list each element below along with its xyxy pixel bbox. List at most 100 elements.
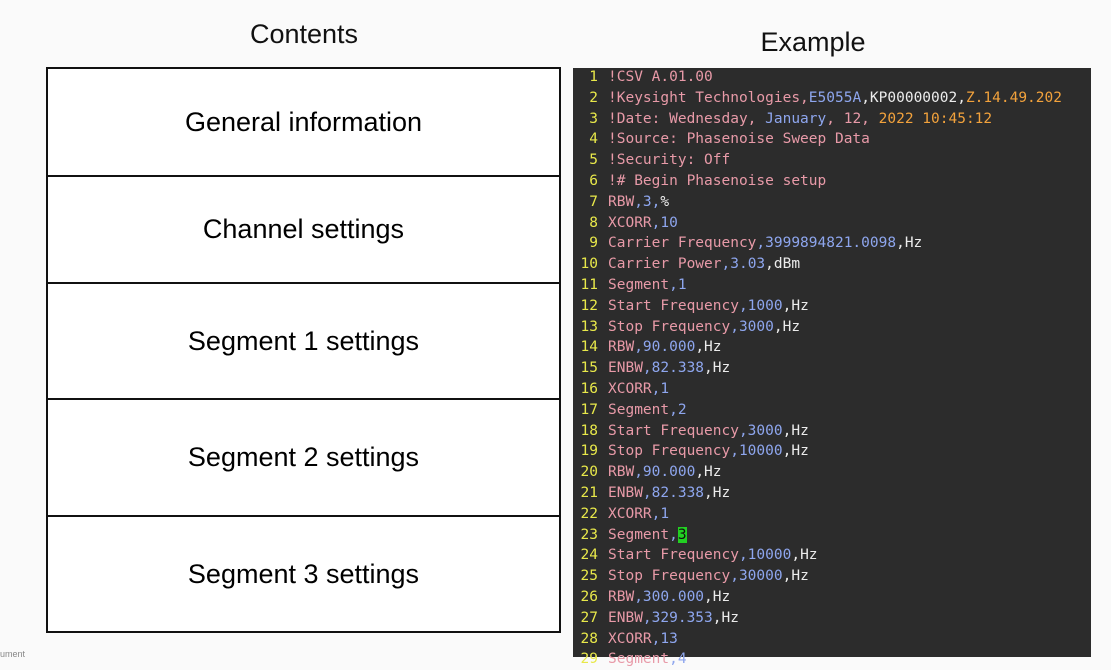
code-token: ,Hz: [695, 464, 722, 481]
code-token: ,329.353: [642, 609, 713, 626]
code-token: Segment: [608, 401, 670, 418]
line-number: 9: [589, 235, 598, 252]
line-number: 29: [580, 651, 598, 668]
code-token: RBW: [608, 589, 635, 605]
code-token: Stop Frequency: [608, 568, 731, 585]
code-token: ENBW: [608, 609, 643, 626]
code-line: 11 Segment,1: [573, 275, 687, 296]
code-line: 23 Segment,3: [573, 525, 687, 546]
code-token: ENBW: [608, 360, 643, 377]
code-token: ,90.000: [634, 464, 696, 481]
code-line: 6!# Begin Phasenoise setup: [573, 171, 826, 192]
code-token: ,Hz: [704, 360, 731, 377]
csv-example-code-panel: 1 !CSV A.01.00 2!Keysight Technologies,E50…: [573, 67, 1091, 667]
code-line: 2!Keysight Technologies,E5055A,KP0000000…: [573, 88, 1062, 109]
line-number: 19: [580, 443, 598, 460]
code-token: ,1: [669, 277, 687, 293]
code-token: Carrier Power: [608, 256, 722, 273]
code-token: Start Frequency: [608, 297, 739, 314]
code-token: !Date: Wednesday,: [608, 110, 766, 127]
code-token: ,Hz: [773, 318, 801, 335]
code-line: 16 XCORR,1: [573, 379, 670, 400]
code-token: RBW: [608, 193, 635, 210]
line-number: 26: [580, 589, 598, 605]
code-token: ,300.000: [634, 589, 705, 605]
code-token: 2022 10:45:12: [878, 110, 993, 127]
line-number: 12: [580, 297, 598, 314]
code-token: ,30000: [730, 568, 783, 585]
cropped-corner-text: ument: [0, 649, 26, 659]
code-token: ,82.338: [642, 360, 705, 377]
line-number: 14: [580, 339, 598, 356]
code-token: Start Frequency: [608, 547, 739, 564]
code-line: 12 Start Frequency,1000,Hz: [573, 296, 809, 317]
line-number: 10: [580, 256, 598, 273]
line-number: 17: [580, 401, 598, 418]
code-token: ,Hz: [896, 235, 923, 252]
code-token: ,4: [669, 651, 687, 668]
code-token: ,: [669, 526, 678, 543]
code-token: XCORR: [608, 505, 652, 522]
code-token: ,Hz: [712, 609, 739, 626]
line-number: 18: [580, 422, 598, 439]
code-token: ,dBm: [765, 256, 801, 273]
code-token: ,1000: [738, 297, 783, 314]
code-line: 1 !CSV A.01.00: [573, 67, 713, 88]
code-token: ,13: [651, 630, 678, 647]
code-line: 10 Carrier Power,3.03,dBm: [573, 254, 801, 275]
code-token: Segment: [608, 277, 670, 293]
code-token: ,10000: [730, 443, 783, 460]
contents-heading: Contents: [249, 19, 359, 49]
code-token: ,3000: [730, 318, 774, 335]
line-number: 1: [589, 69, 598, 85]
example-heading: Example: [760, 27, 866, 57]
code-token: ,90.000: [634, 339, 696, 356]
code-token: !Source: Phasenoise Sweep Data: [608, 131, 870, 148]
code-token: January: [765, 110, 827, 127]
code-token: ,10000: [738, 547, 792, 564]
code-token: Segment: [608, 526, 670, 543]
line-number: 27: [580, 609, 598, 626]
code-token: ,1: [651, 381, 670, 397]
line-number: 8: [589, 214, 598, 231]
code-token: !# Begin Phasenoise setup: [608, 173, 827, 189]
line-number: 11: [580, 277, 598, 293]
line-number: 4: [589, 131, 598, 148]
code-token: XCORR: [608, 381, 652, 397]
code-token: !CSV A.01.00: [608, 69, 713, 85]
code-line: 27 ENBW,329.353,Hz: [573, 608, 739, 629]
line-number: 23: [580, 526, 598, 543]
code-token: ,3.03: [721, 256, 766, 273]
code-token: %: [660, 193, 670, 210]
line-number: 20: [580, 464, 598, 481]
code-token: ,Hz: [704, 485, 731, 501]
code-token: ,2: [669, 401, 687, 418]
code-token: ,3,: [634, 193, 661, 210]
section-segment-1-settings: Segment 1 settings: [48, 284, 559, 400]
line-number: 22: [580, 505, 598, 522]
line-number: 3: [589, 110, 598, 127]
line-number: 21: [580, 485, 598, 501]
code-token: !Keysight Technologies,: [608, 89, 809, 106]
code-line: 5!Security: Off: [573, 150, 730, 171]
line-number: 24: [580, 547, 598, 564]
contents-sections-table: General information Channel settings Seg…: [46, 67, 561, 633]
code-token: ENBW: [608, 485, 643, 501]
code-token: 3: [677, 526, 687, 543]
code-token: ,Hz: [782, 297, 809, 314]
code-token: ,Hz: [782, 568, 809, 585]
section-segment-2-settings: Segment 2 settings: [48, 400, 559, 517]
line-number: 16: [580, 381, 598, 397]
